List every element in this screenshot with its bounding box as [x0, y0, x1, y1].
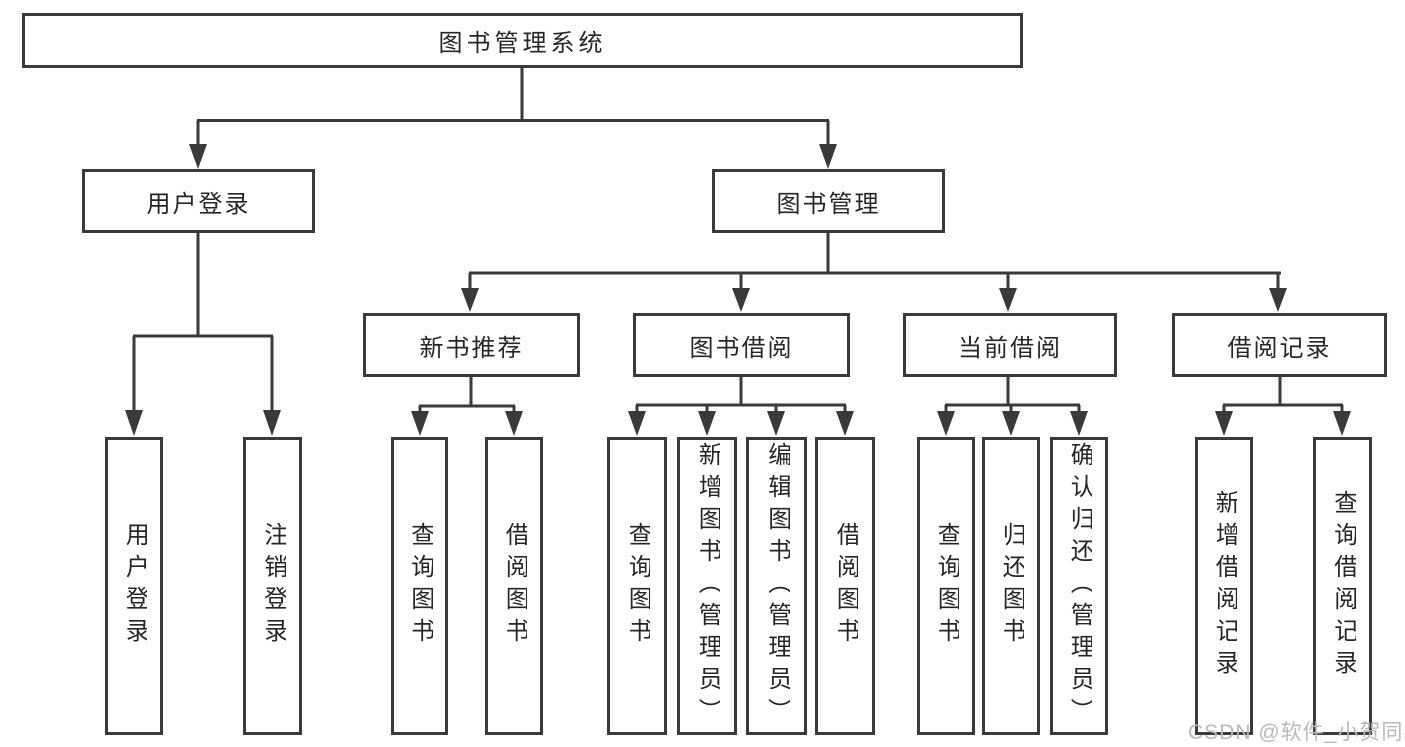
arrow-icon [505, 411, 523, 436]
connector-borrow-to-leaves [635, 377, 847, 414]
leaf-user-login: 用户登录 [105, 437, 163, 735]
node-user-login-branch: 用户登录 [82, 169, 315, 233]
node-label: 确认归还（管理员） [1066, 442, 1093, 730]
arrow-icon [1215, 411, 1233, 436]
connector-userlogin-to-leaves [132, 233, 274, 412]
leaf-confirm-return-admin: 确认归还（管理员） [1050, 437, 1108, 735]
node-label: 查询图书 [933, 522, 960, 650]
arrow-icon [125, 410, 143, 436]
node-label: 图书管理 [776, 190, 881, 218]
arrow-icon [732, 288, 750, 312]
node-label: 查询图书 [624, 522, 651, 650]
connector-recommend-to-leaves [418, 377, 516, 414]
node-label: 图书借阅 [689, 334, 794, 362]
connector-records-to-leaves [1222, 377, 1344, 414]
arrow-icon [189, 144, 207, 169]
node-new-book-recommend: 新书推荐 [363, 313, 580, 377]
node-label: 归还图书 [998, 522, 1025, 650]
node-current-borrow: 当前借阅 [903, 313, 1117, 377]
connector-root-to-level2 [196, 68, 830, 146]
node-system-root: 图书管理系统 [22, 13, 1023, 68]
leaf-borrow-books-recommend: 借阅图书 [485, 437, 543, 735]
node-label: 新增图书（管理员） [694, 442, 721, 730]
node-label: 新增借阅记录 [1211, 490, 1238, 682]
node-book-borrow: 图书借阅 [633, 313, 850, 377]
leaf-borrow-books: 借阅图书 [815, 437, 875, 735]
node-label: 用户登录 [121, 522, 148, 650]
leaf-logout: 注销登录 [243, 437, 302, 735]
leaf-query-borrow-record: 查询借阅记录 [1313, 437, 1372, 735]
node-borrow-records: 借阅记录 [1172, 313, 1387, 377]
node-label: 查询借阅记录 [1329, 490, 1356, 682]
node-label: 当前借阅 [958, 334, 1062, 362]
arrow-icon [1002, 411, 1020, 436]
leaf-add-book-admin: 新增图书（管理员） [677, 437, 737, 735]
arrow-icon [411, 411, 429, 436]
arrow-icon [836, 411, 854, 436]
node-label: 借阅图书 [832, 522, 859, 650]
node-label: 新书推荐 [419, 334, 524, 362]
arrowheads [125, 144, 1351, 436]
node-label: 编辑图书（管理员） [763, 442, 790, 730]
arrow-icon [461, 288, 479, 312]
node-label: 查询图书 [406, 522, 433, 650]
node-book-management: 图书管理 [712, 169, 945, 233]
arrow-icon [628, 411, 646, 436]
arrow-icon [999, 288, 1017, 312]
node-label: 借阅记录 [1227, 334, 1332, 362]
node-label: 图书管理系统 [438, 30, 607, 57]
node-label: 注销登录 [259, 522, 286, 650]
csdn-watermark: CSDN @软件_小贺同学 [1188, 721, 1405, 744]
leaf-edit-book-admin: 编辑图书（管理员） [746, 437, 807, 735]
node-label: 用户登录 [146, 190, 251, 218]
arrow-icon [1070, 411, 1088, 436]
arrow-icon [1333, 411, 1351, 436]
leaf-add-borrow-record: 新增借阅记录 [1195, 437, 1253, 735]
leaf-query-books-recommend: 查询图书 [391, 437, 448, 735]
arrow-icon [819, 144, 837, 169]
connector-bookmgmt-to-level3 [468, 233, 1281, 290]
connector-current-to-leaves [944, 377, 1081, 414]
arrow-icon [1269, 288, 1287, 312]
arrow-icon [698, 411, 716, 436]
arrow-icon [937, 411, 955, 436]
leaf-return-books: 归还图书 [982, 437, 1040, 735]
arrow-icon [263, 410, 281, 436]
node-label: 借阅图书 [501, 522, 528, 650]
arrow-icon [767, 411, 785, 436]
leaf-query-books-current: 查询图书 [917, 437, 975, 735]
leaf-query-books-borrow: 查询图书 [607, 437, 667, 735]
